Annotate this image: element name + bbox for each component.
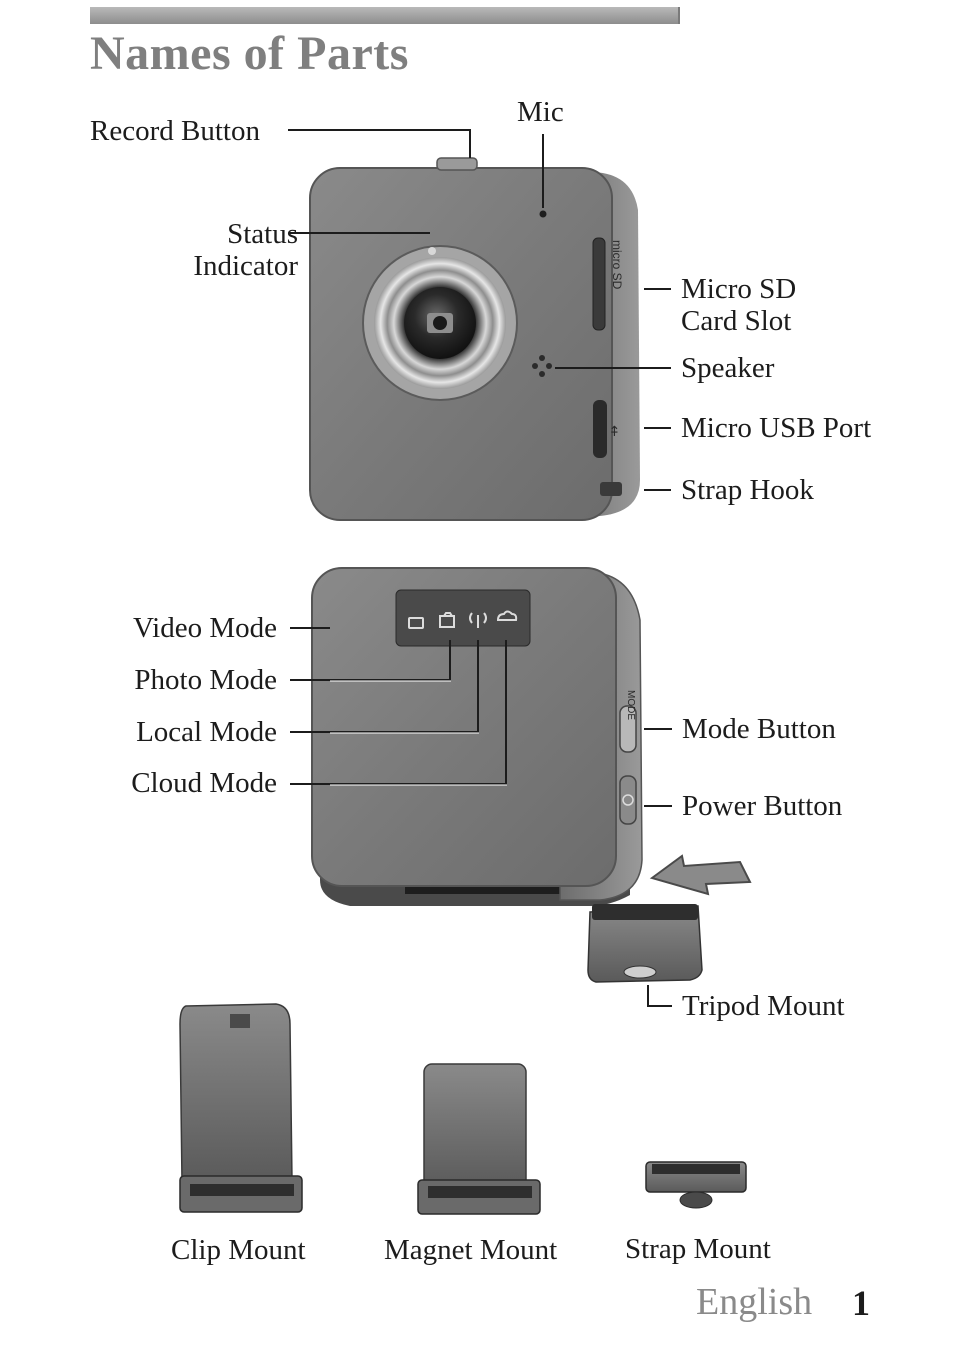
label-local-mode: Local Mode bbox=[136, 716, 277, 748]
magnet-mount-illustration bbox=[417, 1063, 541, 1215]
label-micro-usb-port: Micro USB Port bbox=[681, 412, 872, 444]
strap-mount-illustration bbox=[645, 1161, 747, 1209]
page-title: Names of Parts bbox=[90, 27, 409, 80]
camera-front: micro SD ⇷ bbox=[309, 157, 640, 521]
back-leader-lines bbox=[290, 627, 672, 807]
insert-arrow bbox=[649, 854, 752, 896]
label-status-indicator: Status Indicator bbox=[160, 218, 298, 282]
footer-language: English bbox=[696, 1281, 813, 1323]
strap-hook-slot bbox=[600, 482, 622, 496]
status-led bbox=[428, 247, 436, 255]
tripod-mount-illustration bbox=[587, 904, 703, 983]
front-leader-lines bbox=[288, 129, 671, 491]
micro-sd-slot bbox=[592, 237, 606, 331]
camera-back: MODE bbox=[311, 567, 643, 906]
video-mode-led-icon bbox=[408, 617, 424, 629]
label-power-button: Power Button bbox=[682, 790, 843, 822]
label-tripod-mount: Tripod Mount bbox=[682, 990, 845, 1022]
clip-mount-illustration bbox=[179, 1003, 303, 1213]
mic-hole bbox=[539, 210, 547, 218]
label-record-button: Record Button bbox=[90, 115, 260, 147]
label-cloud-mode: Cloud Mode bbox=[131, 767, 277, 799]
mode-led-panel bbox=[395, 589, 531, 647]
label-mic: Mic bbox=[517, 96, 564, 128]
mode-engraving: MODE bbox=[625, 690, 636, 720]
speaker-grille bbox=[532, 355, 552, 377]
power-button-shape bbox=[619, 775, 637, 825]
label-photo-mode: Photo Mode bbox=[134, 664, 277, 696]
record-button-shape bbox=[436, 157, 478, 171]
local-mode-led-icon bbox=[469, 612, 487, 628]
caption-strap-mount: Strap Mount bbox=[625, 1233, 771, 1265]
label-speaker: Speaker bbox=[681, 352, 775, 384]
page-number: 1 bbox=[852, 1283, 870, 1323]
label-strap-hook: Strap Hook bbox=[681, 474, 814, 506]
tripod-leader-line bbox=[647, 985, 672, 1007]
label-status-indicator-line1: Status bbox=[227, 218, 298, 250]
sd-engraving: micro SD bbox=[610, 240, 624, 290]
photo-mode-led-icon bbox=[439, 612, 455, 628]
label-micro-sd-line1: Micro SD bbox=[681, 273, 797, 305]
svg-text:⇷: ⇷ bbox=[606, 425, 622, 437]
label-micro-sd-line2: Card Slot bbox=[681, 305, 792, 337]
caption-magnet-mount: Magnet Mount bbox=[384, 1234, 558, 1266]
micro-usb-port bbox=[593, 400, 607, 458]
label-micro-sd-card-slot: Micro SD Card Slot bbox=[681, 273, 796, 337]
mode-button-shape bbox=[619, 705, 637, 753]
caption-clip-mount: Clip Mount bbox=[171, 1234, 306, 1266]
label-mode-button: Mode Button bbox=[682, 713, 836, 745]
label-status-indicator-line2: Indicator bbox=[193, 250, 298, 282]
label-video-mode: Video Mode bbox=[132, 612, 277, 644]
header-rule bbox=[90, 7, 680, 24]
cloud-mode-led-icon bbox=[496, 610, 518, 621]
